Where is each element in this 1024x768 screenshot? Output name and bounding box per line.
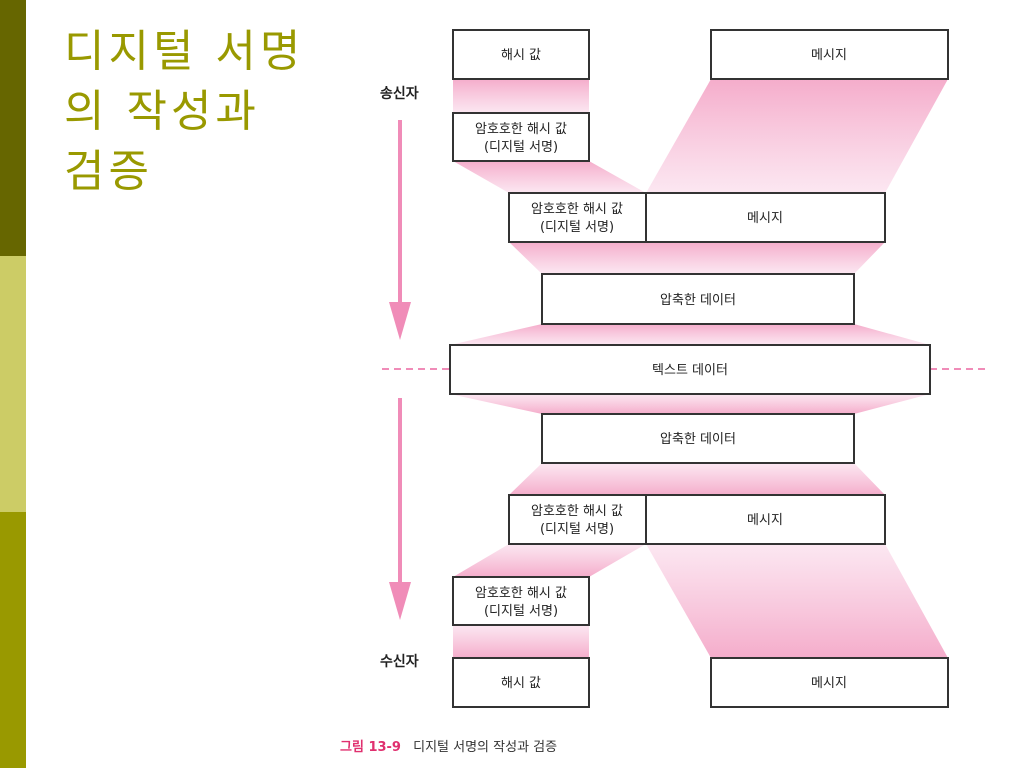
box-label: 암호호한 해시 값 — [475, 122, 567, 137]
box-label: (디지털 서명) — [540, 220, 614, 235]
flow-encrypted-to-combined — [453, 161, 646, 193]
box-label: 해시 값 — [501, 48, 541, 63]
box-label: 메시지 — [747, 513, 783, 528]
box-label: 압축한 데이터 — [660, 293, 736, 308]
box-label: 암호호한 해시 값 — [531, 504, 623, 519]
box-encrypted-hash-top: 암호호한 해시 값 (디지털 서명) — [452, 112, 590, 162]
flow-hash-to-encrypted — [453, 79, 589, 113]
box-message-bottom: 메시지 — [710, 657, 949, 708]
box-label: 암호호한 해시 값 — [531, 202, 623, 217]
flow-compressed-to-combined — [509, 463, 885, 495]
box-label: 텍스트 데이터 — [652, 363, 728, 378]
flow-bands-receiver — [450, 394, 948, 658]
figure-caption: 그림 13-9 디지털 서명의 작성과 검증 — [340, 736, 760, 755]
box-label: (디지털 서명) — [540, 522, 614, 537]
box-label: 해시 값 — [501, 676, 541, 691]
box-hash-value-top: 해시 값 — [452, 29, 590, 80]
slide-title: 디지털 서명 의 작성과 검증 — [64, 22, 374, 202]
arrow-down-icon — [389, 120, 411, 340]
arrow-down-icon — [389, 398, 411, 620]
title-line-1: 디지털 서명 — [64, 26, 305, 77]
flow-encrypted-to-hash — [453, 625, 589, 658]
box-label: (디지털 서명) — [484, 140, 558, 155]
box-label: 메시지 — [811, 48, 847, 63]
box-compressed-bottom: 압축한 데이터 — [541, 413, 855, 464]
flow-bands-sender — [450, 79, 948, 345]
box-label: 압축한 데이터 — [660, 432, 736, 447]
flow-combined-to-encrypted — [453, 544, 646, 577]
figure-number: 그림 13-9 — [340, 740, 401, 755]
box-combined-bottom: 암호호한 해시 값 (디지털 서명) 메시지 — [508, 494, 886, 545]
box-encrypted-hash-bottom: 암호호한 해시 값 (디지털 서명) — [452, 576, 590, 626]
side-band-light — [0, 256, 26, 512]
box-label: 메시지 — [747, 211, 783, 226]
flow-message-to-combined — [646, 79, 948, 193]
box-label: (디지털 서명) — [484, 604, 558, 619]
box-label: 암호호한 해시 값 — [475, 586, 567, 601]
sender-label: 송신자 — [380, 86, 419, 102]
side-band-olive — [0, 512, 26, 768]
box-hash-value-bottom: 해시 값 — [452, 657, 590, 708]
box-text-data: 텍스트 데이터 — [449, 344, 931, 395]
flow-text-to-compressed — [450, 394, 930, 414]
flow-compressed-to-text — [450, 324, 930, 345]
title-line-3: 검증 — [64, 146, 153, 197]
box-combined-top: 암호호한 해시 값 (디지털 서명) 메시지 — [508, 192, 886, 243]
receiver-label: 수신자 — [380, 654, 419, 670]
box-compressed-top: 압축한 데이터 — [541, 273, 855, 325]
side-band-dark — [0, 0, 26, 256]
box-label: 메시지 — [811, 676, 847, 691]
title-line-2: 의 작성과 — [64, 86, 260, 137]
figure-caption-text: 디지털 서명의 작성과 검증 — [413, 740, 558, 755]
flow-combined-to-compressed — [509, 242, 885, 274]
box-message-top: 메시지 — [710, 29, 949, 80]
flow-combined-to-message — [646, 544, 948, 658]
